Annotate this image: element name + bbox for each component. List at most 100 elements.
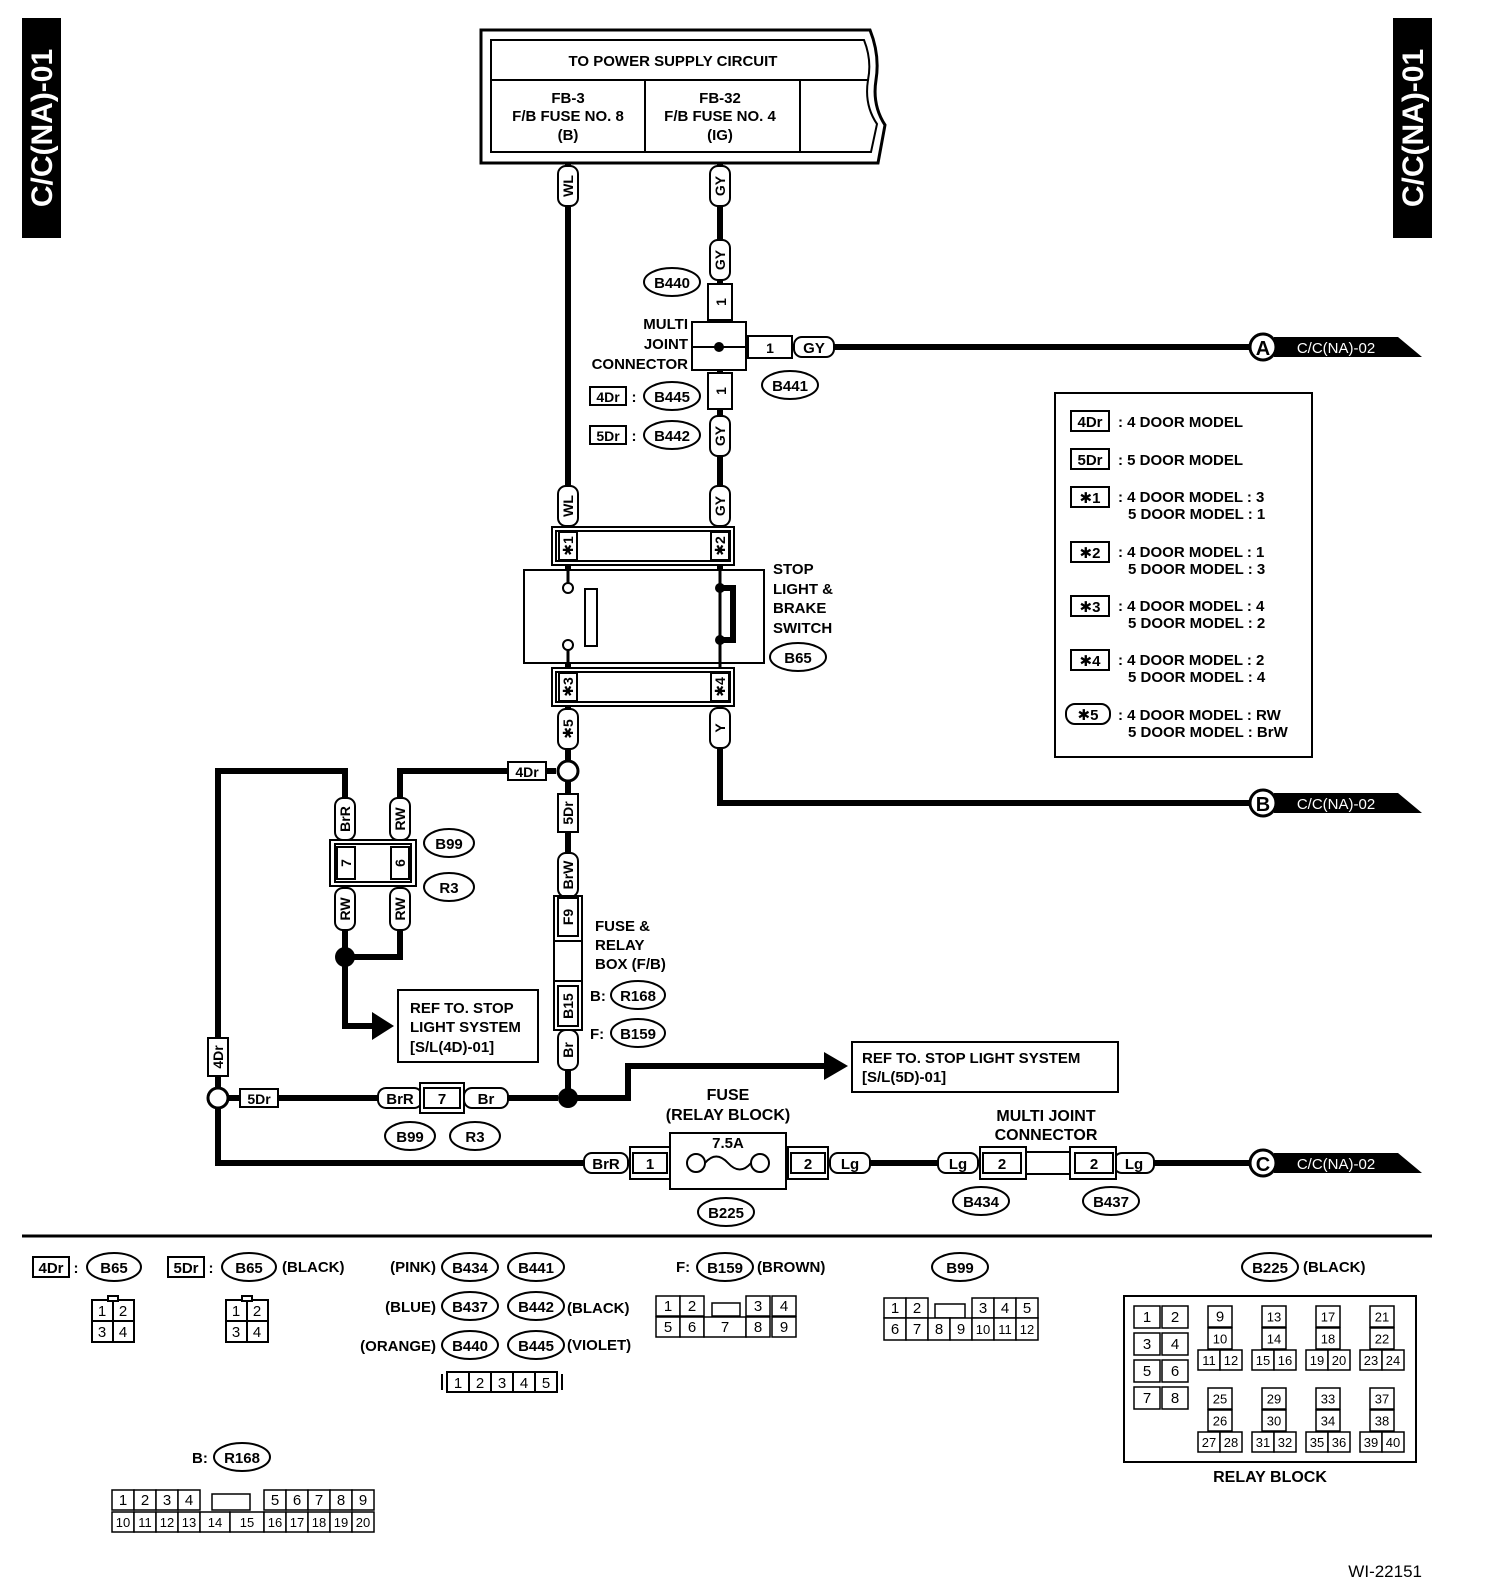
pin-number: 19: [1310, 1353, 1324, 1368]
svg-text:2: 2: [476, 1375, 484, 1392]
legend-item: ✱4: 4 DOOR MODEL : 25 DOOR MODEL : 4: [1070, 649, 1266, 686]
svg-text:B434: B434: [963, 1194, 1000, 1211]
svg-text:B159: B159: [620, 1026, 656, 1043]
pin-cell: [177, 1489, 201, 1511]
svg-text:JOINT: JOINT: [644, 336, 688, 353]
pin-cell: [1207, 1305, 1233, 1328]
pin-cell: [1161, 1305, 1189, 1329]
svg-text:(ORANGE): (ORANGE): [360, 1338, 436, 1355]
stop-light-brake-switch: ✱1 ✱2 ✱3 ✱4 ✱5 STOP LIGHT & BRAKE SWITCH…: [523, 526, 833, 750]
svg-text:B445: B445: [518, 1338, 554, 1355]
pin-cell: [745, 1316, 771, 1338]
pin-cell: [211, 1493, 251, 1511]
pin-number: 2: [141, 1492, 149, 1509]
svg-text:7: 7: [338, 859, 354, 867]
svg-text:B442: B442: [518, 1299, 554, 1316]
pin-cell: [1315, 1327, 1341, 1350]
pin-cell: [1327, 1431, 1351, 1453]
pin-cell: [1315, 1305, 1341, 1328]
pin-cell: [1261, 1409, 1287, 1432]
svg-text:: 4 DOOR MODEL : 4: : 4 DOOR MODEL : 4: [1118, 598, 1265, 615]
svg-text:: 4 DOOR MODEL : 2: : 4 DOOR MODEL : 2: [1118, 652, 1264, 669]
svg-text:RW: RW: [392, 897, 408, 921]
pin-cell: [1219, 1431, 1243, 1453]
pin-number: 40: [1386, 1435, 1400, 1450]
svg-text:FB-3: FB-3: [551, 90, 584, 107]
pin-number: 18: [1321, 1332, 1335, 1347]
pin-number: 7: [1143, 1390, 1151, 1407]
svg-text:(IG): (IG): [707, 127, 733, 144]
pin-number: 9: [957, 1321, 965, 1338]
svg-text:5 DOOR MODEL : 4: 5 DOOR MODEL : 4: [1128, 669, 1266, 686]
legend-item: ✱5: 4 DOOR MODEL : RW5 DOOR MODEL : BrW: [1065, 703, 1289, 741]
svg-text:5 DOOR MODEL : 2: 5 DOOR MODEL : 2: [1128, 615, 1265, 632]
pin-number: 14: [1267, 1332, 1281, 1347]
pin-cell: [1369, 1305, 1395, 1328]
svg-text:5Dr: 5Dr: [1077, 452, 1102, 469]
svg-text:(BROWN): (BROWN): [757, 1259, 825, 1276]
svg-text:✱5: ✱5: [1078, 707, 1099, 724]
svg-text:5Dr: 5Dr: [173, 1260, 198, 1277]
svg-text:(B): (B): [558, 127, 579, 144]
svg-text:B442: B442: [654, 428, 690, 445]
svg-text:4: 4: [119, 1324, 127, 1341]
svg-text:B225: B225: [708, 1205, 744, 1222]
svg-text:(VIOLET): (VIOLET): [567, 1337, 631, 1354]
svg-text:REF TO. STOP: REF TO. STOP: [410, 1000, 514, 1017]
svg-text:LIGHT &: LIGHT &: [773, 581, 833, 598]
svg-text:: 4 DOOR MODEL : 3: : 4 DOOR MODEL : 3: [1118, 489, 1264, 506]
svg-text:5Dr: 5Dr: [560, 801, 576, 825]
legend: 4Dr: 4 DOOR MODEL 5Dr: 5 DOOR MODEL ✱1: …: [1054, 392, 1313, 758]
pin-number: 5: [1143, 1363, 1151, 1380]
svg-text:7: 7: [438, 1091, 446, 1108]
svg-text:B15: B15: [560, 993, 576, 1019]
pin-number: 12: [160, 1515, 174, 1530]
svg-text:[S/L(4D)-01]: [S/L(4D)-01]: [410, 1039, 494, 1056]
face-joint-connectors: (PINK) B434 B441 (BLUE) B437 B442 (BLACK…: [360, 1252, 631, 1393]
pin-number: 31: [1256, 1435, 1270, 1450]
svg-text:(BLACK): (BLACK): [1303, 1259, 1365, 1276]
svg-text:B:: B:: [192, 1450, 208, 1467]
svg-text:5Dr: 5Dr: [247, 1091, 271, 1107]
pin-cell: [1207, 1387, 1233, 1410]
svg-text:RELAY: RELAY: [595, 937, 644, 954]
pin-cell: [1327, 1349, 1351, 1371]
svg-text:2: 2: [804, 1156, 812, 1173]
pin-number: 19: [334, 1515, 348, 1530]
legend-item: ✱3: 4 DOOR MODEL : 45 DOOR MODEL : 2: [1070, 595, 1265, 632]
pin-number: 2: [688, 1298, 696, 1315]
pin-number: 16: [1278, 1353, 1292, 1368]
svg-text:MULTI JOINT: MULTI JOINT: [996, 1108, 1095, 1125]
pin-cell: [1369, 1409, 1395, 1432]
svg-text:GY: GY: [712, 175, 728, 196]
svg-text:C/C(NA)-01: C/C(NA)-01: [26, 49, 59, 207]
svg-text:: 4 DOOR MODEL : 1: : 4 DOOR MODEL : 1: [1118, 544, 1264, 561]
svg-text:Lg: Lg: [841, 1156, 859, 1173]
svg-text:B99: B99: [396, 1129, 424, 1146]
pin-cell: [1133, 1386, 1161, 1410]
svg-text:B159: B159: [707, 1260, 743, 1277]
pin-number: 3: [1143, 1336, 1151, 1353]
svg-text:MULTI: MULTI: [643, 316, 688, 333]
pin-number: 8: [1171, 1390, 1179, 1407]
svg-text:C/C(NA)-01: C/C(NA)-01: [1397, 49, 1430, 207]
pin-number: 25: [1213, 1392, 1227, 1407]
svg-text:GY: GY: [712, 249, 728, 270]
svg-text:FUSE: FUSE: [707, 1087, 750, 1104]
svg-text:✱2: ✱2: [1080, 545, 1101, 562]
svg-text:1: 1: [713, 298, 729, 306]
pin-number: 2: [1171, 1309, 1179, 1326]
svg-text:CONNECTOR: CONNECTOR: [592, 356, 689, 373]
pin-number: 11: [1202, 1353, 1216, 1368]
pin-number: 39: [1364, 1435, 1378, 1450]
svg-text:C/C(NA)-02: C/C(NA)-02: [1297, 340, 1375, 357]
pin-number: 37: [1375, 1392, 1389, 1407]
svg-text:R3: R3: [439, 880, 458, 897]
svg-text::: :: [74, 1260, 79, 1277]
face-b65-5dr: 5Dr : B65 (BLACK) 1 2 3 4: [167, 1252, 344, 1343]
junctions: [206, 759, 580, 1110]
svg-text:R3: R3: [465, 1129, 484, 1146]
svg-text:✱3: ✱3: [560, 677, 576, 697]
svg-text:B: B: [1256, 794, 1270, 816]
